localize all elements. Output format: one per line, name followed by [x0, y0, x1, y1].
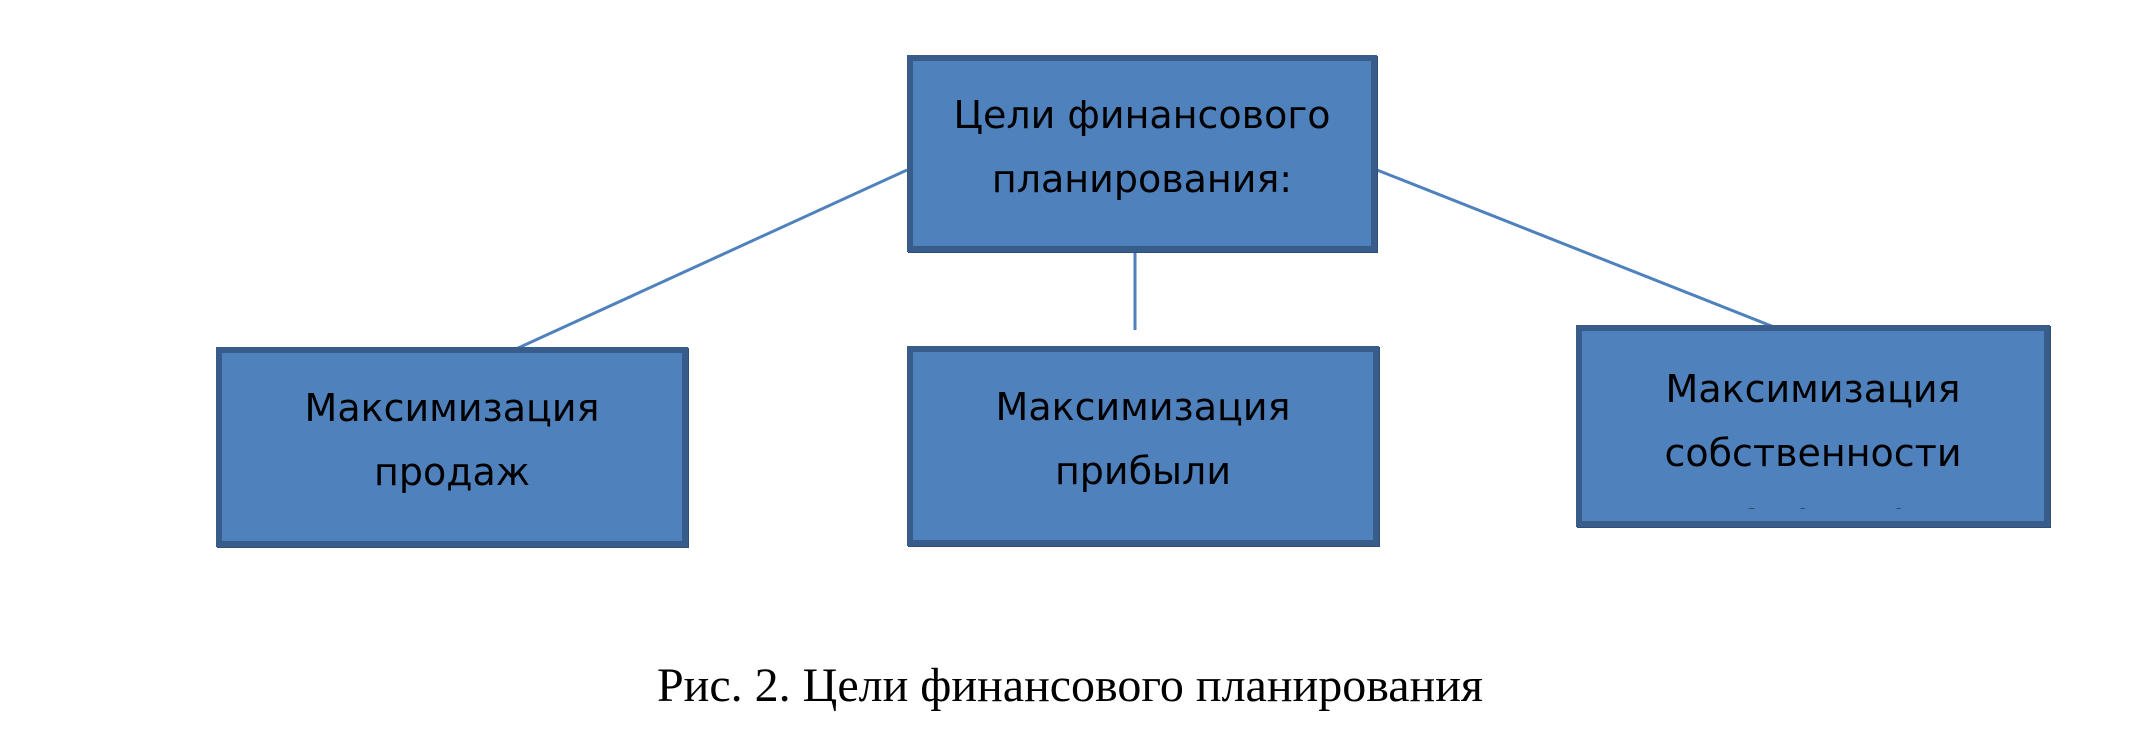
goal-sales-line-1: Максимизация	[304, 386, 600, 430]
root-goal-line-1: Цели финансового	[953, 92, 1331, 137]
root-goal-box: Цели финансового планирования:	[907, 55, 1377, 252]
goal-box-profit: Максимизация прибыли	[907, 346, 1379, 546]
connector-root-to-right	[1376, 168, 1823, 348]
goal-box-owners-property: Максимизация собственности владельцев	[1576, 325, 2050, 527]
goal-sales-line-2: продаж	[373, 450, 530, 494]
goal-profit-line-2: прибыли	[1054, 449, 1232, 493]
goal-profit-line-1: Максимизация	[995, 385, 1291, 429]
goal-owners-line-1: Максимизация	[1665, 367, 1961, 411]
goal-owners-text-clip: Максимизация собственности владельцев	[1664, 357, 1961, 509]
root-goal-line-2: планирования:	[991, 156, 1293, 201]
goal-owners-line-3: владельцев	[1664, 485, 1961, 509]
goal-box-sales: Максимизация продаж	[216, 347, 688, 547]
connector-root-to-left	[504, 168, 908, 356]
figure-caption: Рис. 2. Цели финансового планирования	[656, 659, 1483, 712]
goal-owners-line-2: собственности	[1664, 431, 1962, 475]
